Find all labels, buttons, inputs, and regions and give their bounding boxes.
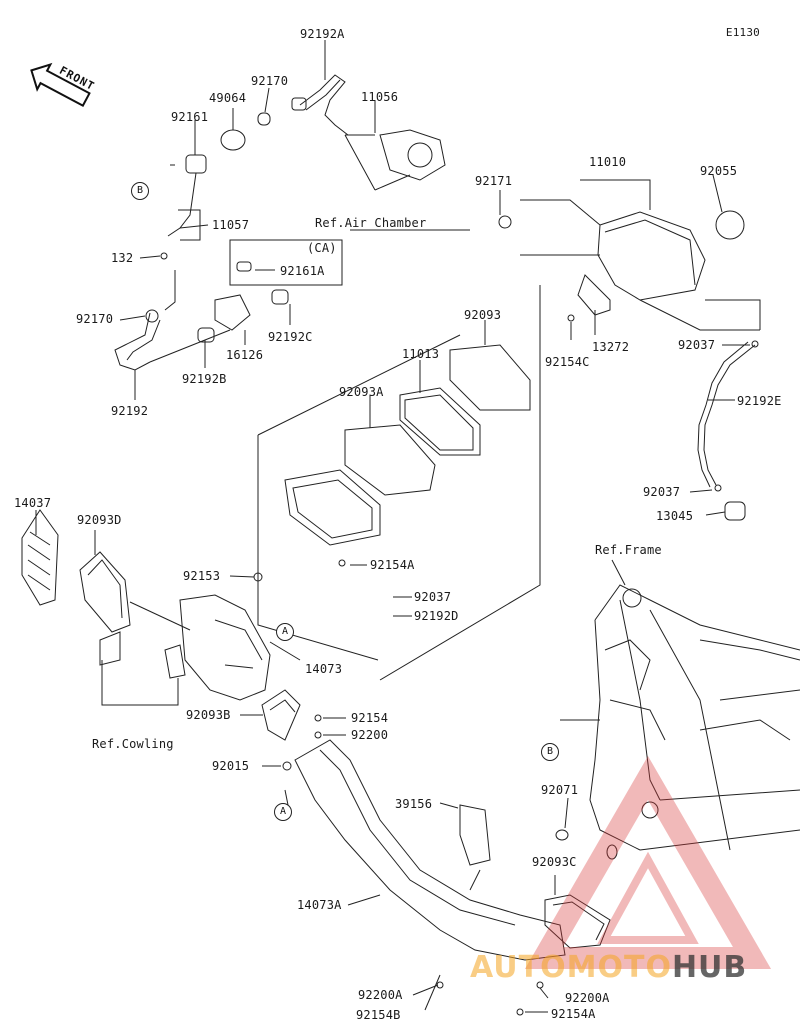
cap-92161 — [185, 154, 207, 174]
label-14037: 14037 — [14, 496, 52, 510]
label-92071: 92071 — [541, 783, 579, 797]
bolt-92154C — [567, 314, 575, 322]
grommet-92071 — [555, 829, 569, 841]
label-11010: 11010 — [589, 155, 627, 169]
cowling-bracket-left — [99, 631, 121, 666]
label-14073A: 14073A — [297, 898, 342, 912]
ca-box — [229, 239, 343, 286]
bolt-132 — [160, 252, 168, 260]
cowling-bracket-right — [164, 644, 186, 679]
label-92171: 92171 — [475, 174, 513, 188]
label-92154A: 92154A — [370, 558, 415, 572]
label-ref-cowling: Ref.Cowling — [92, 737, 174, 751]
label-92192: 92192 — [111, 404, 149, 418]
bolt-92154A — [338, 559, 346, 567]
bolt-92015 — [282, 761, 292, 771]
watermark-text: AUTOMOTOHUB — [470, 950, 748, 985]
label-14073: 14073 — [305, 662, 343, 676]
bracket-13272 — [577, 274, 611, 316]
filter-element-11013 — [399, 387, 481, 456]
label-92154A-bottom: 92154A — [551, 1007, 596, 1021]
label-92093A: 92093A — [339, 385, 384, 399]
label-92015: 92015 — [212, 759, 250, 773]
seal-92093B — [261, 689, 301, 741]
air-cleaner-cover-11010 — [597, 211, 706, 301]
label-92055: 92055 — [700, 164, 738, 178]
label-92093B: 92093B — [186, 708, 231, 722]
seal-92093C — [544, 894, 611, 949]
valve-16126 — [214, 294, 251, 331]
block-39156 — [459, 804, 491, 866]
reference-bubble-a-lower: A — [274, 803, 292, 821]
joint-92170-top — [291, 97, 307, 111]
duct-14073A — [294, 739, 566, 961]
bracket-11057 — [167, 172, 197, 237]
label-92161A: 92161A — [280, 264, 325, 278]
label-132: 132 — [111, 251, 134, 265]
hose-92192A — [299, 74, 349, 136]
label-92192A: 92192A — [300, 27, 345, 41]
clamp-92171 — [498, 215, 512, 229]
label-ref-frame: Ref.Frame — [595, 543, 662, 557]
cap-92192B — [197, 327, 215, 343]
gasket-92093A — [344, 424, 436, 496]
label-39156: 39156 — [395, 797, 433, 811]
label-13272: 13272 — [592, 340, 630, 354]
label-92200A-left: 92200A — [358, 988, 403, 1002]
front-arrow-icon — [30, 62, 91, 108]
label-92154B: 92154B — [356, 1008, 401, 1022]
label-11013: 11013 — [402, 347, 440, 361]
diagram-code: E1130 — [725, 26, 760, 39]
label-ca: (CA) — [307, 241, 337, 255]
label-92170-lower: 92170 — [76, 312, 114, 326]
washer-92200 — [314, 731, 322, 739]
frame-outline — [589, 584, 800, 851]
label-92192B: 92192B — [182, 372, 227, 386]
label-92192C: 92192C — [268, 330, 313, 344]
label-92161: 92161 — [171, 110, 209, 124]
label-92154C: 92154C — [545, 355, 590, 369]
reference-bubble-a-duct: A — [276, 623, 294, 641]
intake-duct-14073 — [179, 594, 271, 701]
label-92037-lower: 92037 — [414, 590, 452, 604]
label-92192E: 92192E — [737, 394, 782, 408]
cap-13045 — [724, 501, 746, 521]
label-92037-upper: 92037 — [678, 338, 716, 352]
label-11057: 11057 — [212, 218, 250, 232]
label-92154: 92154 — [351, 711, 389, 725]
cap-92192C — [271, 289, 289, 305]
label-11056: 11056 — [361, 90, 399, 104]
label-92153: 92153 — [183, 569, 221, 583]
watermark-logo-icon — [524, 756, 772, 969]
label-92037-right: 92037 — [643, 485, 681, 499]
housing-lower — [284, 469, 381, 546]
label-92200A-right: 92200A — [565, 991, 610, 1005]
label-92192D: 92192D — [414, 609, 459, 623]
duct-92093D — [79, 551, 131, 633]
bolt-92154-mid — [314, 714, 322, 722]
label-92170-top: 92170 — [251, 74, 289, 88]
hose-92192 — [114, 312, 151, 371]
label-92093C: 92093C — [532, 855, 577, 869]
hose-92192E — [703, 344, 756, 486]
label-ref-air-chamber: Ref.Air Chamber — [315, 216, 427, 230]
valve-49064 — [220, 129, 246, 151]
o-ring-92055 — [715, 210, 745, 240]
label-92093: 92093 — [464, 308, 502, 322]
label-92093D: 92093D — [77, 513, 122, 527]
grille-14037 — [21, 509, 59, 606]
clamp-92170-lower — [145, 309, 159, 323]
label-49064: 49064 — [209, 91, 247, 105]
clamp-92170-top — [257, 112, 271, 126]
label-13045: 13045 — [656, 509, 694, 523]
reference-bubble-b-top: B — [131, 182, 149, 200]
bolt-92154B — [424, 974, 441, 1011]
label-92200: 92200 — [351, 728, 389, 742]
label-16126: 16126 — [226, 348, 264, 362]
gasket-92093 — [449, 344, 531, 411]
valve-11056 — [379, 129, 446, 181]
reference-bubble-b-frame: B — [541, 743, 559, 761]
